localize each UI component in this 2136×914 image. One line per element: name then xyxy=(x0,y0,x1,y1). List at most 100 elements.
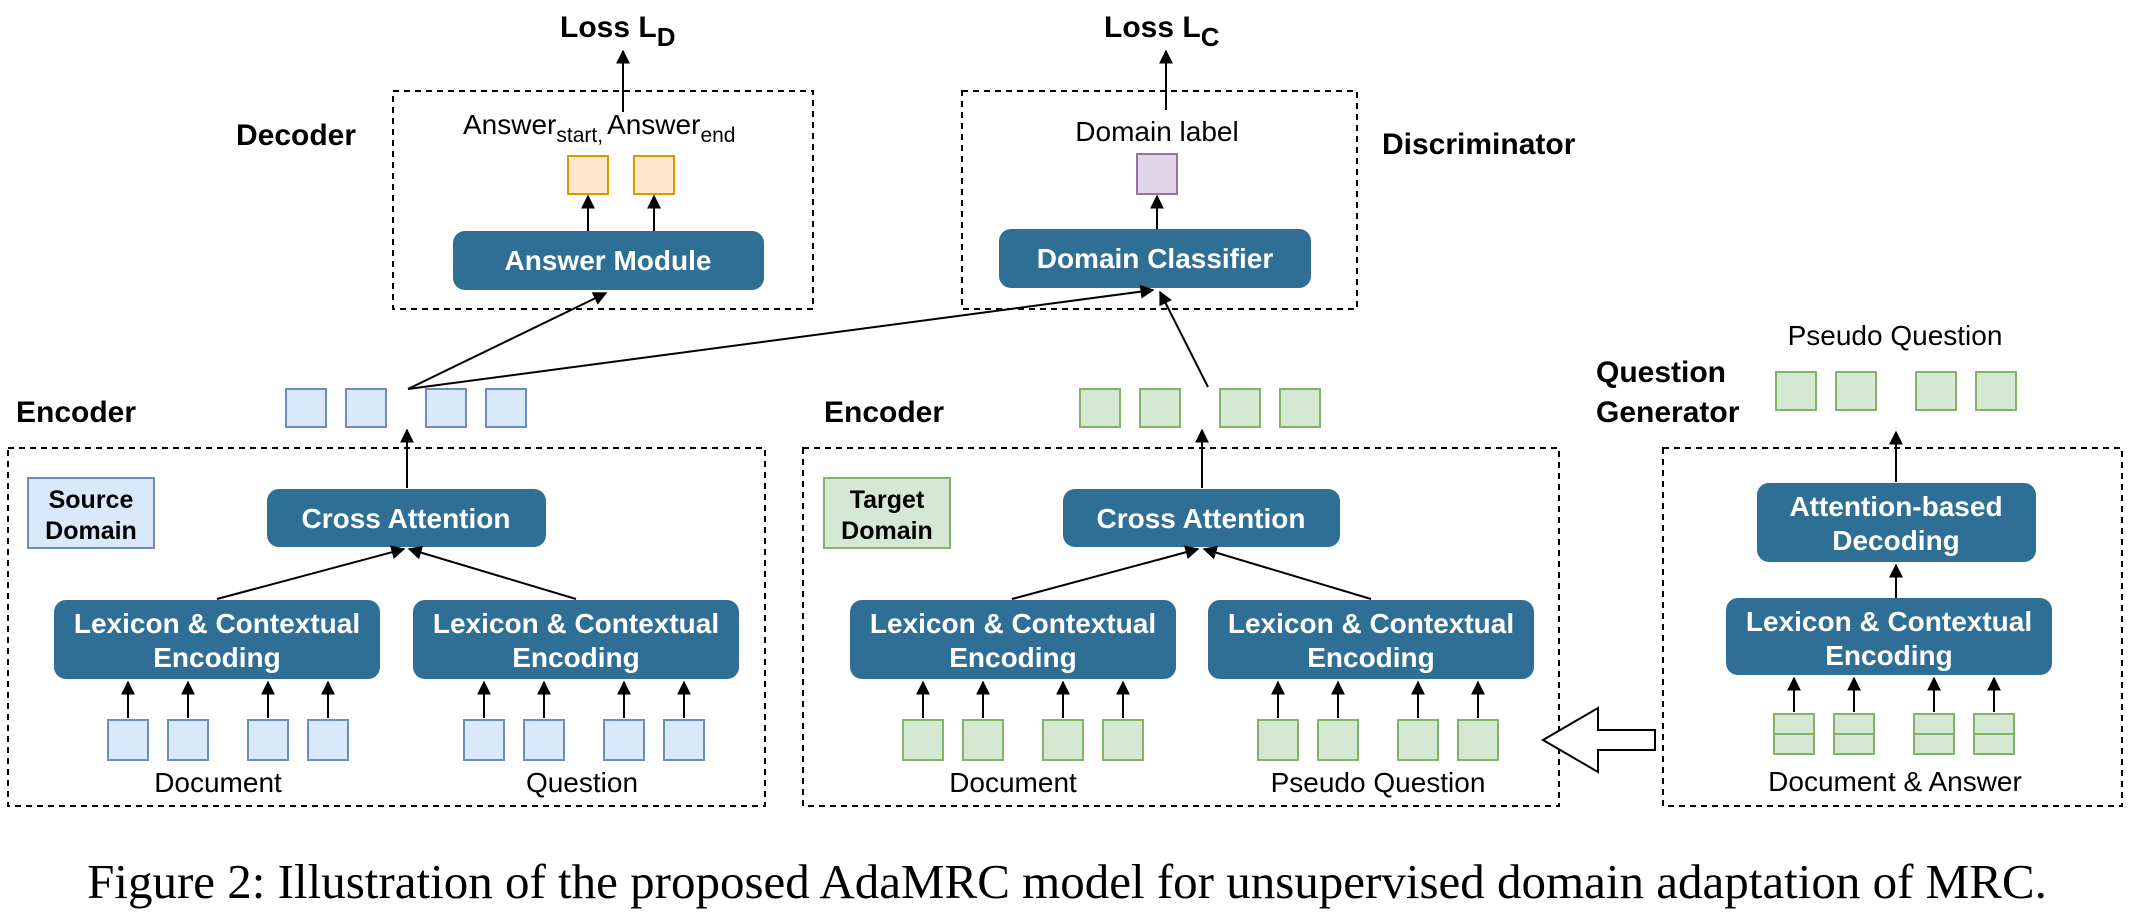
source-document-token xyxy=(307,719,349,761)
document-answer-token xyxy=(1973,713,2015,755)
target-pseudo-question-token xyxy=(1317,719,1359,761)
qg-token-arrows xyxy=(1787,676,2001,712)
question-generator-heading-line1: Question xyxy=(1596,356,1726,389)
source-cross-attention-label: Cross Attention xyxy=(302,503,511,534)
target-token-arrows xyxy=(916,680,1485,718)
domain-classifier-label: Domain Classifier xyxy=(1037,243,1274,274)
source-question-token xyxy=(523,719,565,761)
arrow-source-to-classifier xyxy=(407,284,1155,390)
target-lex-question-line1: Lexicon & Contextual xyxy=(1228,608,1514,639)
decoder-box xyxy=(392,90,814,310)
pseudo-question-output-token xyxy=(1915,371,1957,411)
target-cross-attention-label: Cross Attention xyxy=(1097,503,1306,534)
target-document-token xyxy=(1102,719,1144,761)
source-domain-tag xyxy=(27,477,155,549)
source-output-token xyxy=(485,388,527,428)
arrow-target-to-classifier xyxy=(1159,290,1209,388)
document-answer-token xyxy=(1773,713,1815,755)
target-domain-line2: Domain xyxy=(841,517,933,545)
source-lex-document-line2: Encoding xyxy=(153,642,281,673)
target-lex-encoding-pseudo-question xyxy=(1208,600,1534,679)
source-document-token xyxy=(247,719,289,761)
arrow-to-answer-module xyxy=(407,292,608,390)
document-answer-token xyxy=(1833,713,1875,755)
decoder-heading: Decoder xyxy=(236,119,356,152)
target-pseudo-question-tokens xyxy=(1257,719,1499,761)
answer-module-label: Answer Module xyxy=(505,245,712,276)
attention-based-decoding xyxy=(1757,483,2036,562)
target-document-tokens xyxy=(902,719,1144,761)
domain-label-text: Domain label xyxy=(1075,116,1238,147)
pseudo-question-output-token xyxy=(1975,371,2017,411)
question-generator-lex-encoding xyxy=(1726,598,2052,675)
target-encoder-box xyxy=(802,447,1560,807)
source-token-arrows xyxy=(121,680,691,718)
source-document-label: Document xyxy=(154,767,282,798)
target-lex-encoding-document xyxy=(850,600,1176,679)
source-question-label: Question xyxy=(526,767,638,798)
pseudo-question-output-label: Pseudo Question xyxy=(1788,320,2003,351)
target-lex-question-line2: Encoding xyxy=(1307,642,1435,673)
source-encoder-heading: Encoder xyxy=(16,396,136,429)
source-lex-encoding-document xyxy=(54,600,380,679)
target-pseudo-question-token xyxy=(1457,719,1499,761)
arrow xyxy=(1202,545,1372,600)
source-lex-encoding-question xyxy=(413,600,739,679)
target-output-token xyxy=(1079,388,1121,428)
pseudo-question-output-token xyxy=(1835,371,1877,411)
document-answer-tokens xyxy=(1773,713,2015,755)
source-document-token xyxy=(107,719,149,761)
target-output-token xyxy=(1219,388,1261,428)
source-domain-line1: Source xyxy=(49,486,134,514)
source-lex-document-line1: Lexicon & Contextual xyxy=(74,608,360,639)
domain-label-output xyxy=(1136,153,1178,195)
loss-c-label: Loss LC xyxy=(1104,11,1220,52)
target-domain-line1: Target xyxy=(850,486,925,514)
question-generator-box xyxy=(1662,447,2123,807)
loss-d-label: Loss LD xyxy=(560,11,675,52)
source-document-tokens xyxy=(107,719,349,761)
source-question-token xyxy=(663,719,705,761)
answer-start-output xyxy=(567,155,609,195)
pseudo-question-output-tokens xyxy=(1775,371,2017,411)
answer-end-output xyxy=(633,155,675,195)
qg-lex-line2: Encoding xyxy=(1825,640,1953,671)
answer-span-label: Answerstart,Answerend xyxy=(463,109,735,147)
source-lex-question-line2: Encoding xyxy=(512,642,640,673)
qg-lex-line1: Lexicon & Contextual xyxy=(1746,606,2032,637)
target-document-label: Document xyxy=(949,767,1077,798)
domain-classifier xyxy=(999,229,1311,288)
source-encoder-output xyxy=(285,388,527,428)
target-lex-document-line2: Encoding xyxy=(949,642,1077,673)
target-encoder-heading: Encoder xyxy=(824,396,944,429)
source-lex-question-line1: Lexicon & Contextual xyxy=(433,608,719,639)
source-domain-line2: Domain xyxy=(45,517,137,545)
document-answer-token xyxy=(1913,713,1955,755)
target-encoder-output xyxy=(1079,388,1321,428)
source-question-token xyxy=(603,719,645,761)
source-question-token xyxy=(463,719,505,761)
answer-module xyxy=(453,231,764,290)
source-cross-attention xyxy=(267,489,546,547)
target-output-token xyxy=(1139,388,1181,428)
arrow xyxy=(216,545,406,600)
source-output-token xyxy=(345,388,387,428)
source-output-token xyxy=(425,388,467,428)
question-generator-heading-line2: Generator xyxy=(1596,396,1740,429)
target-document-token xyxy=(1042,719,1084,761)
target-pseudo-question-token xyxy=(1257,719,1299,761)
discriminator-heading: Discriminator xyxy=(1382,128,1576,161)
pseudo-question-output-token xyxy=(1775,371,1817,411)
attention-decoding-line2: Decoding xyxy=(1832,525,1960,556)
target-pseudo-question-token xyxy=(1397,719,1439,761)
target-pseudo-question-label: Pseudo Question xyxy=(1271,767,1486,798)
discriminator-box xyxy=(961,90,1358,310)
source-encoder-box xyxy=(7,447,766,807)
pseudo-question-transfer-arrow xyxy=(1541,706,1656,774)
arrow xyxy=(1011,545,1200,600)
target-lex-document-line1: Lexicon & Contextual xyxy=(870,608,1156,639)
source-output-token xyxy=(285,388,327,428)
attention-decoding-line1: Attention-based xyxy=(1789,491,2002,522)
target-document-token xyxy=(902,719,944,761)
